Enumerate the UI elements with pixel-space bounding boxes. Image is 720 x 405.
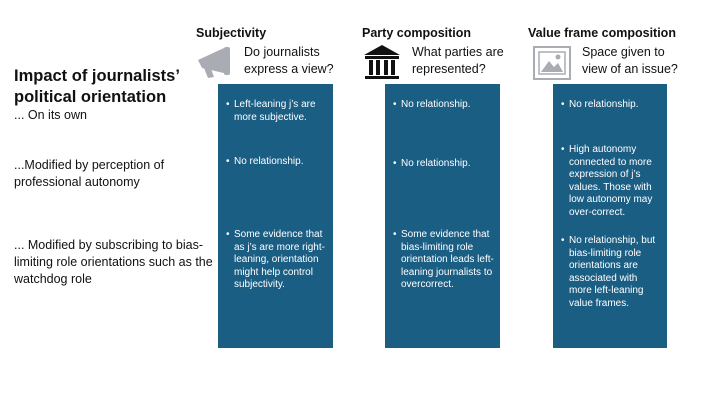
page-title: Impact of journalists’ political orienta… <box>14 67 180 106</box>
picture-frame-icon <box>533 46 571 80</box>
row-label-on-its-own: ... On its own <box>14 108 87 122</box>
column-question-subjectivity: Do journalists express a view? <box>244 45 334 76</box>
column-heading-value-frame: Value frame composition <box>528 26 676 40</box>
cell-subjectivity-role-orientation: Some evidence that as j’s are more right… <box>226 229 327 292</box>
column-heading-subjectivity: Subjectivity <box>196 26 267 40</box>
cell-party-autonomy: No relationship. <box>393 158 494 171</box>
column-heading-party-composition: Party composition <box>362 26 472 40</box>
column-question-value-frame: Space given to view of an issue? <box>582 45 678 76</box>
cell-value-role-orientation: No relationship, but bias-limiting role … <box>561 235 661 310</box>
cell-value-on-its-own: No relationship. <box>561 99 661 112</box>
cell-subjectivity-on-its-own: Left-leaning j’s are more subjective. <box>226 99 327 124</box>
cell-subjectivity-autonomy: No relationship. <box>226 156 327 169</box>
cell-value-autonomy: High autonomy connected to more expressi… <box>561 144 661 219</box>
column-box-subjectivity: Left-leaning j’s are more subjective. No… <box>218 84 333 348</box>
government-building-icon <box>362 44 402 82</box>
cell-party-role-orientation: Some evidence that bias-limiting role or… <box>393 229 494 292</box>
row-label-role-orientation: ... Modified by subscribing to bias-limi… <box>14 238 213 286</box>
column-box-party-composition: No relationship. No relationship. Some e… <box>385 84 500 348</box>
column-box-value-frame: No relationship. High autonomy connected… <box>553 84 667 348</box>
row-label-autonomy: ...Modified by perception of professiona… <box>14 158 165 189</box>
megaphone-icon <box>194 44 238 80</box>
column-question-party-composition: What parties are represented? <box>412 45 504 76</box>
cell-party-on-its-own: No relationship. <box>393 99 494 112</box>
